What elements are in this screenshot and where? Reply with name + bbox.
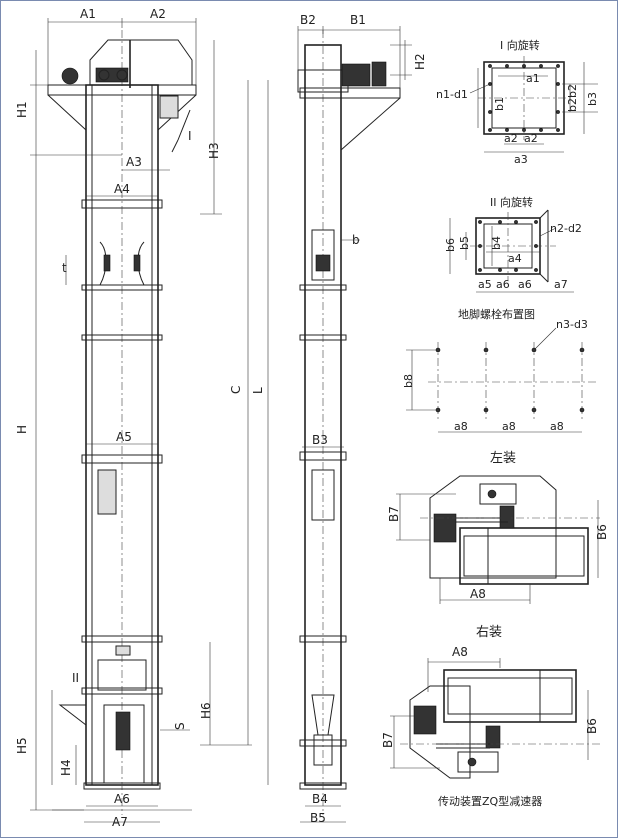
front-dims: [30, 18, 269, 823]
dim-A4: A4: [114, 182, 130, 196]
label-n1-d1: n1-d1: [436, 88, 468, 101]
side-view: [297, 30, 401, 815]
dim-b6-II: b6: [444, 238, 457, 252]
inspection-door-mid: [97, 469, 117, 515]
base-plate: [83, 782, 161, 790]
dim-b2-top: b2: [566, 84, 579, 98]
dim-B5: B5: [310, 811, 326, 825]
anchor-layout: [406, 327, 598, 433]
dim-a4: a4: [508, 252, 522, 265]
dim-a1: a1: [526, 72, 540, 85]
mark-II: II: [72, 671, 79, 685]
right-mount-B6: B6: [585, 718, 599, 734]
dim-a6-right: a6: [518, 278, 532, 291]
right-mount-drawing: [390, 658, 600, 779]
label-n2-d2: n2-d2: [550, 222, 582, 235]
anchor-title: 地脚螺栓布置图: [458, 307, 535, 321]
front-view: [47, 30, 197, 815]
dim-A3: A3: [126, 155, 142, 169]
dim-a2-right: a2: [524, 132, 538, 145]
dim-A5: A5: [116, 430, 132, 444]
head-platform: [47, 84, 197, 96]
dim-C: C: [229, 386, 243, 394]
dim-a7: a7: [554, 278, 568, 291]
dim-H: H: [15, 425, 29, 434]
dim-b2-bot: b2: [566, 98, 579, 112]
label-n3-d3: n3-d3: [556, 318, 588, 331]
dim-B1: B1: [350, 13, 366, 27]
dim-b3: b3: [586, 92, 599, 106]
left-mount-title: 左装: [490, 451, 516, 466]
dim-B2: B2: [300, 13, 316, 27]
drive-caption: 传动装置ZQ型减速器: [438, 794, 542, 808]
left-mount-B7: B7: [387, 506, 401, 522]
right-mount-title: 右装: [476, 625, 502, 640]
dim-b1: b1: [493, 97, 506, 111]
right-mount-reducer: [443, 669, 577, 723]
dim-a5: a5: [478, 278, 492, 291]
side-motor: [341, 63, 371, 87]
dim-B3: B3: [312, 433, 328, 447]
dim-A6: A6: [114, 792, 130, 806]
side-dims: [297, 26, 412, 823]
left-mount-B6: B6: [595, 524, 609, 540]
dim-b5: b5: [458, 236, 471, 250]
reducer: [95, 67, 129, 83]
dim-a6-left: a6: [496, 278, 510, 291]
left-mount-motor: [433, 513, 457, 543]
dim-H3: H3: [207, 142, 221, 159]
dim-L: L: [251, 387, 265, 394]
motor-pulley: [61, 67, 79, 85]
dim-H2: H2: [413, 53, 427, 70]
view-II-title: II 向旋转: [490, 195, 533, 209]
view-I-title: I 向旋转: [500, 38, 540, 52]
left-mount-A8: A8: [470, 587, 486, 601]
dim-a3: a3: [514, 153, 528, 166]
dim-B4: B4: [312, 792, 328, 806]
left-mount-reducer: [459, 527, 589, 585]
mark-I: I: [188, 129, 192, 143]
dim-a8-2: a8: [502, 420, 516, 433]
dim-A7: A7: [112, 815, 128, 829]
dim-A2: A2: [150, 7, 166, 21]
feed-chute: [58, 704, 87, 727]
dim-a8-3: a8: [550, 420, 564, 433]
dim-H5: H5: [15, 737, 29, 754]
dim-a8-1: a8: [454, 420, 468, 433]
inspection-door-top: [159, 95, 179, 119]
dim-S: S: [173, 722, 187, 730]
left-mount-drawing: [396, 475, 600, 604]
dim-H1: H1: [15, 101, 29, 118]
dim-H4: H4: [59, 759, 73, 776]
right-mount-motor: [413, 705, 437, 735]
dim-b8: b8: [402, 374, 415, 388]
view-I: [469, 56, 598, 153]
dim-a2-left: a2: [504, 132, 518, 145]
dim-A1: A1: [80, 7, 96, 21]
dim-b: b: [352, 233, 360, 247]
dim-t: t: [62, 261, 67, 275]
view-II: [449, 209, 574, 293]
dim-b4: b4: [490, 236, 503, 250]
right-mount-B7: B7: [381, 732, 395, 748]
dim-H6: H6: [199, 702, 213, 719]
right-mount-A8: A8: [452, 645, 468, 659]
